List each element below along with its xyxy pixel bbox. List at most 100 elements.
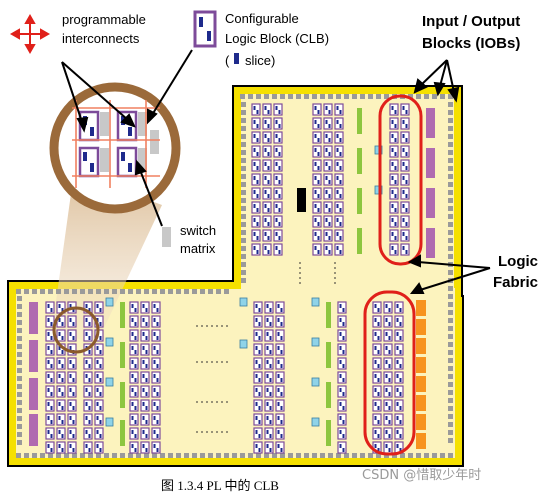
iob-pad [296, 94, 301, 99]
iob-pad [241, 206, 246, 211]
iob-pad [241, 262, 246, 267]
iob-pad [120, 453, 125, 458]
slice [385, 332, 388, 336]
iob-pad [241, 254, 246, 259]
slice [269, 448, 272, 452]
clb-cell [312, 103, 322, 116]
slice [391, 176, 394, 180]
slice [99, 378, 102, 382]
clb-cell [140, 357, 150, 370]
slice [253, 120, 256, 124]
slice [253, 218, 256, 222]
iob-pad [448, 286, 453, 291]
iob-pad [241, 214, 246, 219]
slice [88, 378, 91, 382]
iob-pad [208, 453, 213, 458]
clb-cell [56, 413, 66, 426]
slice [402, 246, 405, 250]
iob-pad [72, 289, 77, 294]
slice [69, 360, 72, 364]
slice [134, 364, 137, 368]
slice [72, 308, 75, 312]
slice [402, 190, 405, 194]
slice [72, 322, 75, 326]
slice [58, 402, 61, 406]
clb-cell [323, 173, 333, 186]
pointer-lines [61, 49, 491, 294]
clb-cell [264, 371, 274, 384]
slice [153, 318, 156, 322]
slice [96, 360, 99, 364]
slice [145, 434, 148, 438]
clb-cell [83, 371, 93, 384]
slice [374, 346, 377, 350]
slice [258, 448, 261, 452]
bram-block [239, 297, 248, 307]
slice [328, 110, 331, 114]
slice [50, 364, 53, 368]
slice [269, 392, 272, 396]
clb-cell [383, 441, 393, 454]
clb-cell [251, 215, 261, 228]
slice [280, 322, 283, 326]
iob-pad [448, 254, 453, 259]
slice [153, 374, 156, 378]
slice [391, 246, 394, 250]
clb-cell [140, 329, 150, 342]
slice [388, 308, 391, 312]
slice [275, 120, 278, 124]
slice [394, 152, 397, 156]
iob-bar [426, 188, 435, 218]
clb-cell [372, 427, 382, 440]
slice [399, 448, 402, 452]
slice [96, 304, 99, 308]
slice [134, 448, 137, 452]
slice [399, 392, 402, 396]
iob-pad [448, 318, 453, 323]
slice [399, 322, 402, 326]
slice [85, 332, 88, 336]
slice [385, 304, 388, 308]
clb-cell [389, 187, 399, 200]
slice [61, 392, 64, 396]
slice [277, 332, 280, 336]
iob-pad [448, 430, 453, 435]
iob-pad [448, 406, 453, 411]
slice [405, 152, 408, 156]
slice [336, 120, 339, 124]
slice [255, 360, 258, 364]
slice [396, 332, 399, 336]
slice [47, 360, 50, 364]
slice [267, 152, 270, 156]
iob-pad [344, 94, 349, 99]
iob-pad [432, 94, 437, 99]
clb-cell [394, 343, 404, 356]
clb-cell [389, 215, 399, 228]
slice [142, 444, 145, 448]
slice [99, 420, 102, 424]
slice [374, 402, 377, 406]
clb-cell [323, 145, 333, 158]
slice [69, 388, 72, 392]
iob-pad [16, 289, 21, 294]
slice [396, 416, 399, 420]
clb-cell [334, 187, 344, 200]
slice [328, 208, 331, 212]
clb-cell [94, 413, 104, 426]
slice [277, 318, 280, 322]
slice [339, 430, 342, 434]
watermark: CSDN @惜取少年时 [362, 468, 482, 483]
slice [385, 318, 388, 322]
slice [264, 148, 267, 152]
clb-cell [334, 145, 344, 158]
bram-block [311, 377, 320, 387]
iob-pad [144, 453, 149, 458]
slice [269, 434, 272, 438]
bram-block [311, 297, 320, 307]
slice [374, 360, 377, 364]
clb-cell [394, 413, 404, 426]
slice [131, 374, 134, 378]
slice [131, 346, 134, 350]
clb-cell [264, 399, 274, 412]
slice [258, 420, 261, 424]
